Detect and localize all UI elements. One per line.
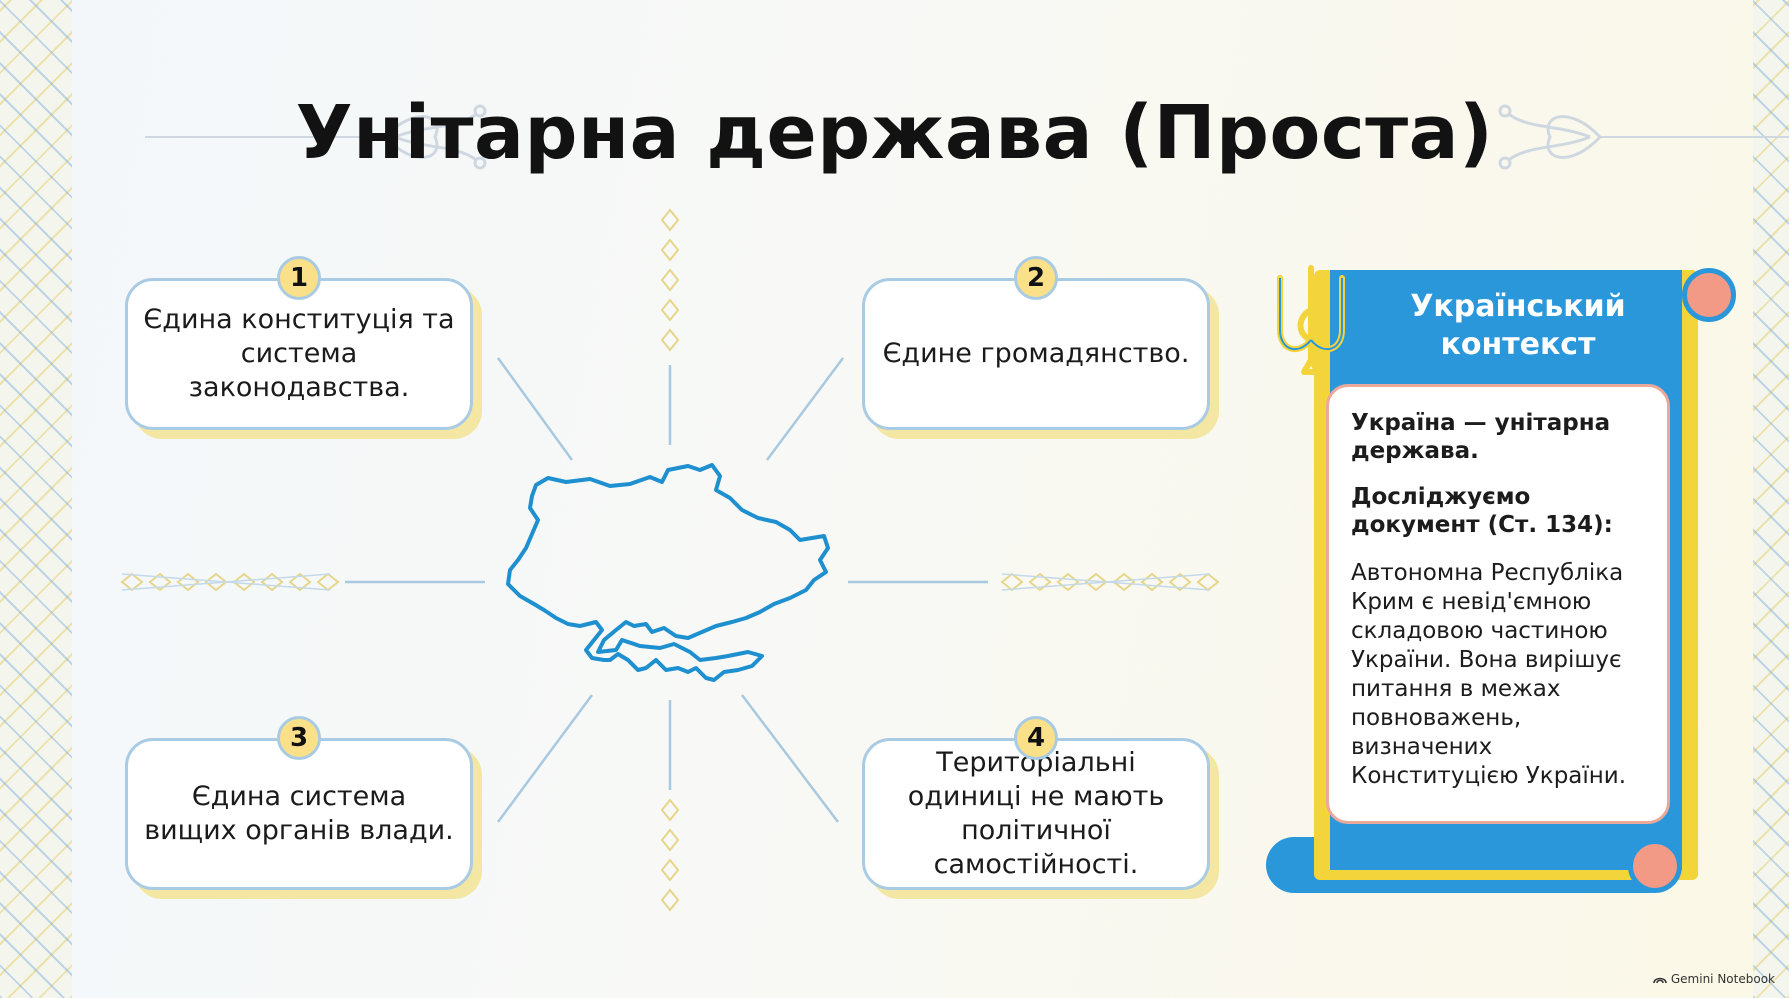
gemini-notebook-icon bbox=[1653, 977, 1667, 984]
feature-text: Територіальні одиниці не мають політично… bbox=[907, 747, 1165, 880]
title-ornament-right-icon bbox=[1498, 104, 1789, 170]
feature-number-badge: 4 bbox=[1014, 716, 1058, 760]
scroll-roll-top bbox=[1682, 268, 1736, 322]
title-ornament-left-icon bbox=[145, 104, 487, 170]
feature-card-1: Єдина конституція та система законодавст… bbox=[125, 278, 473, 430]
feature-card-4: Територіальні одиниці не мають політично… bbox=[862, 738, 1210, 890]
context-article-text: Автономна Республіка Крим є невід'ємною … bbox=[1351, 560, 1627, 789]
context-panel: Україна — унітарна держава. Досліджуємо … bbox=[1326, 384, 1670, 824]
scroll-roll-bottom-end bbox=[1628, 839, 1682, 893]
context-lead: Україна — унітарна держава. bbox=[1351, 410, 1611, 464]
context-title: Український контекст bbox=[1410, 289, 1626, 362]
context-document-heading: Досліджуємо документ (Ст. 134): bbox=[1351, 484, 1613, 538]
feature-text: Єдина конституція та система законодавст… bbox=[143, 304, 455, 403]
left-ornament-border bbox=[0, 0, 72, 998]
feature-number-badge: 1 bbox=[277, 256, 321, 300]
ukraine-map-icon bbox=[506, 463, 830, 682]
page-title: Унітарна держава (Проста) bbox=[295, 90, 1494, 176]
feature-number-badge: 3 bbox=[277, 716, 321, 760]
brand-watermark: Gemini Notebook bbox=[1653, 972, 1775, 986]
trident-icon bbox=[1277, 265, 1345, 375]
brand-label: Gemini Notebook bbox=[1670, 972, 1775, 986]
feature-card-3: Єдина система вищих органів влади. bbox=[125, 738, 473, 890]
feature-card-2: Єдине громадянство. bbox=[862, 278, 1210, 430]
feature-text: Єдине громадянство. bbox=[882, 338, 1190, 369]
feature-number-badge: 2 bbox=[1014, 256, 1058, 300]
right-ornament-border bbox=[1753, 0, 1789, 998]
ukrainian-context-scroll: Український контекст Україна — унітарна … bbox=[1266, 262, 1740, 902]
feature-text: Єдина система вищих органів влади. bbox=[144, 781, 454, 846]
